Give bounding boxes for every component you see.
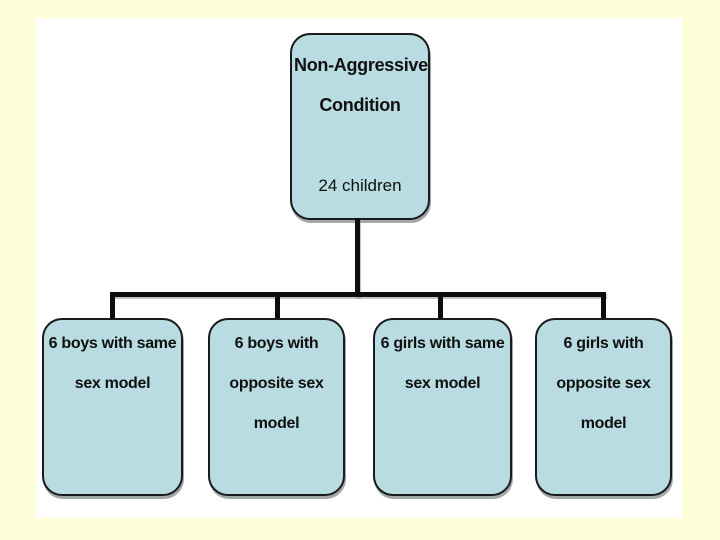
connector-stub-child-1 [110, 294, 115, 320]
connector-stub-child-2 [275, 294, 280, 320]
root-title-line-2: Condition [319, 95, 401, 115]
child-3-line-1: 6 girls with same [380, 335, 505, 352]
root-node-title: Non-Aggressive Condition [294, 45, 428, 125]
child-4-line-1: 6 girls with [563, 335, 644, 352]
child-node-girls-opposite-sex-model: 6 girls with opposite sex model [535, 318, 672, 496]
child-3-line-2: sex model [404, 375, 481, 392]
root-title-line-1: Non-Aggressive [294, 55, 428, 75]
child-4-line-3: model [580, 415, 627, 432]
child-2-line-1: 6 boys with [234, 335, 319, 352]
connector-stub-child-4 [601, 294, 606, 320]
child-1-line-1: 6 boys with same [48, 335, 177, 352]
slide-area: Non-Aggressive Condition 24 children 6 b… [36, 18, 682, 518]
child-node-boys-opposite-sex-model: 6 boys with opposite sex model [208, 318, 345, 496]
connector-horizontal-rail [110, 292, 606, 297]
connector-stub-child-3 [438, 294, 443, 320]
child-node-girls-same-sex-model: 6 girls with same sex model [373, 318, 512, 496]
connector-trunk-vertical [355, 218, 360, 297]
root-node-count: 24 children [318, 176, 402, 195]
child-2-line-3: model [253, 415, 300, 432]
child-1-line-2: sex model [74, 375, 151, 392]
root-node-nonaggressive-condition: Non-Aggressive Condition 24 children [290, 33, 430, 220]
child-node-boys-same-sex-model: 6 boys with same sex model [42, 318, 183, 496]
child-2-line-2: opposite sex [229, 375, 324, 392]
child-4-line-2: opposite sex [556, 375, 651, 392]
